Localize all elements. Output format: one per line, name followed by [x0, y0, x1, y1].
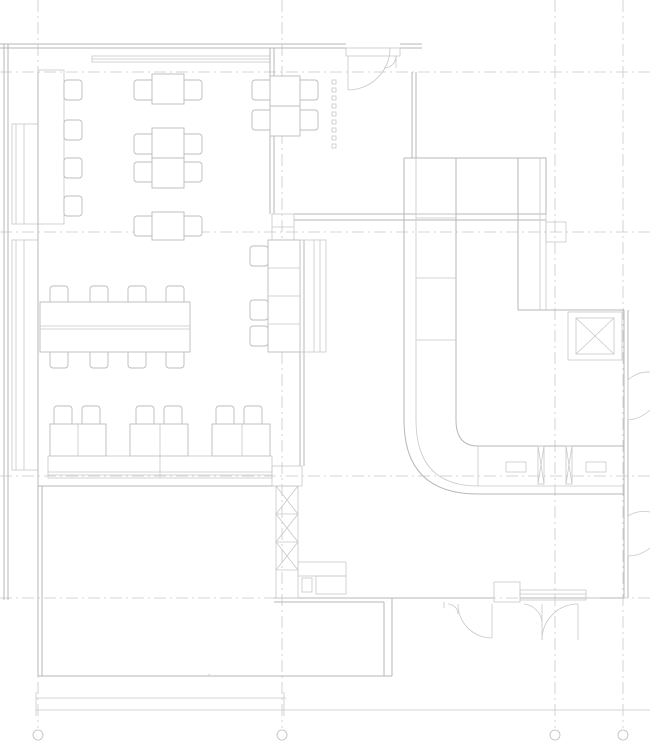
booth-right [249, 239, 327, 353]
kitchen-counter [403, 157, 624, 495]
grid-bubble-3 [549, 729, 561, 741]
table-group-center [133, 73, 203, 241]
dotted-marks [331, 79, 337, 149]
dimension-lines [35, 692, 650, 716]
bottom-doors [443, 581, 600, 641]
entry-door-top [345, 47, 401, 91]
grid-bubble-2 [276, 729, 288, 741]
grid-bubble-1 [32, 729, 44, 741]
grid-bubble-4 [617, 729, 629, 741]
table-group-right [251, 75, 319, 137]
booth-bottom [47, 405, 273, 479]
wall-chairs-left [63, 79, 83, 217]
service-desk [297, 561, 347, 595]
communal-table [39, 285, 191, 369]
right-doors [627, 371, 650, 557]
grid-bubbles [32, 729, 629, 741]
interior-walls [269, 48, 629, 599]
small-mark [207, 673, 211, 677]
